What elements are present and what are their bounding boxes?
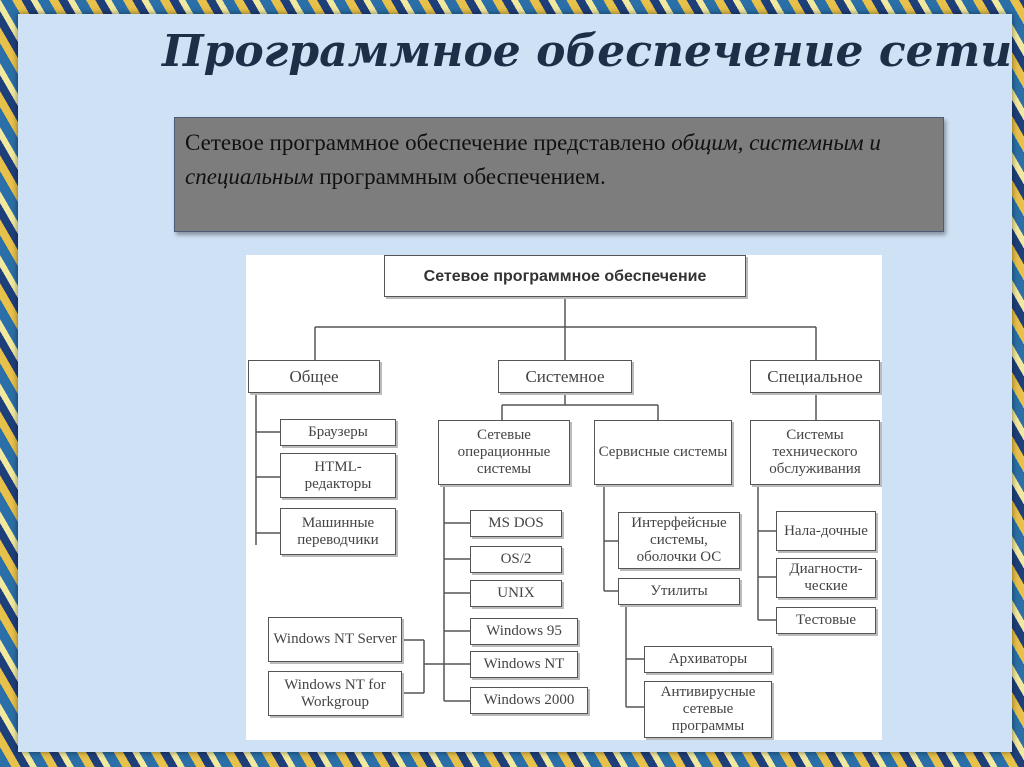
- software-hierarchy-diagram: Сетевое программное обеспечение Общее Си…: [246, 255, 882, 740]
- node-service-systems: Сервисные системы: [594, 420, 732, 485]
- intro-text-part2: программным обеспечением.: [313, 164, 606, 189]
- node-special: Специальное: [750, 360, 880, 393]
- node-nt-server: Windows NT Server: [268, 617, 402, 662]
- node-utilities: Утилиты: [618, 578, 740, 605]
- node-os2: OS/2: [470, 546, 562, 573]
- node-unix: UNIX: [470, 580, 562, 607]
- intro-text-part1: Сетевое программное обеспечение представ…: [185, 130, 672, 155]
- diagram-connectors: [255, 297, 817, 708]
- node-interface-systems: Интерфейсные системы, оболочки ОС: [618, 512, 740, 569]
- node-general: Общее: [248, 360, 380, 393]
- node-root: Сетевое программное обеспечение: [384, 255, 746, 297]
- node-testing: Тестовые: [776, 607, 876, 634]
- slide-title: Программное обеспечение сети: [162, 26, 1013, 77]
- node-browsers: Браузеры: [280, 419, 396, 446]
- node-windows-2000: Windows 2000: [470, 687, 588, 714]
- node-machine-translators: Машинные переводчики: [280, 508, 396, 555]
- node-debugging: Нала-дочные: [776, 511, 876, 551]
- intro-text-italic: общим, системным и специальным: [185, 130, 881, 189]
- node-html-editors: HTML-редакторы: [280, 453, 396, 498]
- node-windows-95: Windows 95: [470, 618, 578, 645]
- node-archivers: Архиваторы: [644, 646, 772, 673]
- node-windows-nt: Windows NT: [470, 651, 578, 678]
- node-diagnostic: Диагности-ческие: [776, 558, 876, 598]
- node-tech-maintenance: Системы технического обслуживания: [750, 420, 880, 485]
- node-system: Системное: [498, 360, 632, 393]
- node-ms-dos: MS DOS: [470, 510, 562, 537]
- node-nt-workgroup: Windows NT for Workgroup: [268, 671, 402, 716]
- intro-textbox: Сетевое программное обеспечение представ…: [174, 117, 944, 232]
- node-network-os: Сетевые операционные системы: [438, 420, 570, 485]
- node-antivirus: Антивирусные сетевые программы: [644, 681, 772, 738]
